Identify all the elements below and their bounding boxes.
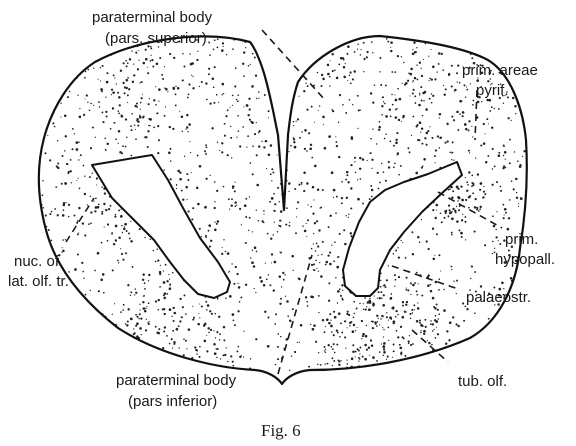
leader-nuc — [66, 198, 94, 242]
figure-caption: Fig. 6 — [261, 421, 301, 440]
label-lat-olf-tr: lat. olf. tr. — [8, 273, 69, 290]
label-paraterminal-body-inferior: paraterminal body — [116, 372, 237, 389]
label-nuc-of: nuc. of — [14, 253, 60, 270]
leader-palaeostr — [392, 266, 458, 289]
stippled-tissue — [39, 35, 531, 387]
leader-parat-sup — [262, 30, 325, 100]
label-paraterminal-body-superior: paraterminal body — [92, 9, 213, 26]
right-ventricle — [343, 162, 462, 296]
labels: paraterminal body (pars. superior) prim.… — [8, 9, 555, 440]
label-prim: prim. — [505, 231, 538, 248]
label-pyrif: pyrif. — [476, 82, 509, 99]
label-hypopall: hypopall. — [495, 251, 555, 268]
label-tub-olf: tub. olf. — [458, 373, 507, 390]
label-pars-inferior: (pars inferior) — [128, 393, 217, 410]
label-palaeostr: palaeostr. — [466, 289, 531, 306]
label-pars-superior: (pars. superior) — [105, 30, 207, 47]
label-prim-areae: prim. areae — [462, 62, 538, 79]
